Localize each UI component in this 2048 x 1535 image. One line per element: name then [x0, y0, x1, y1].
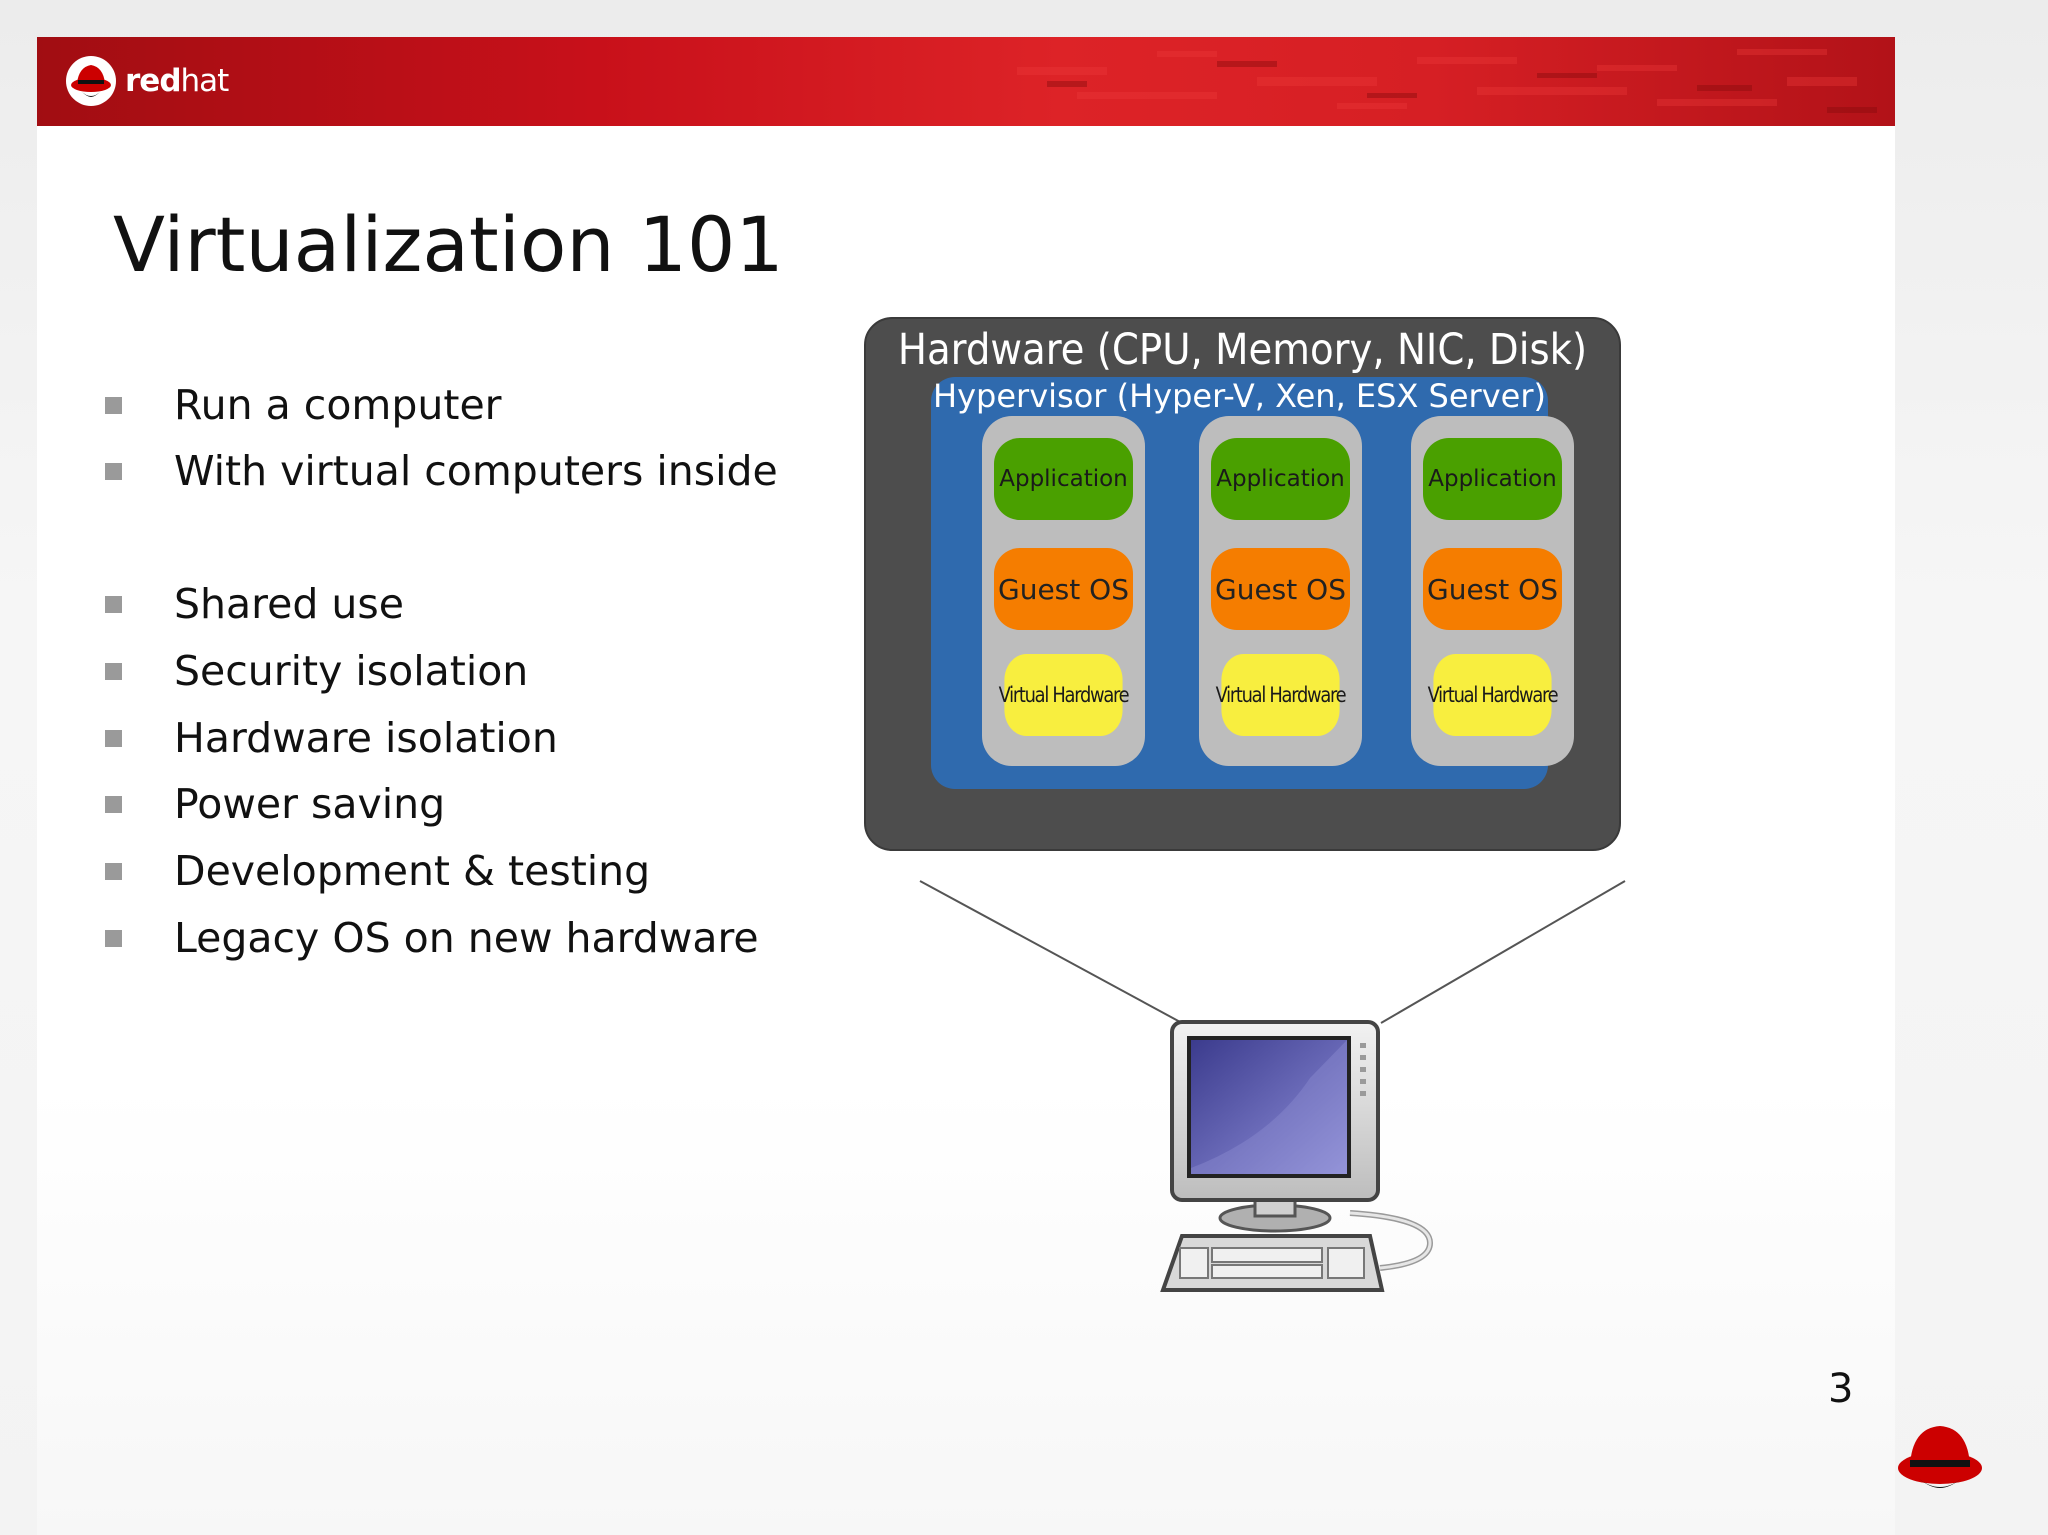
virtual-hardware-block: Virtual Hardware: [1216, 654, 1347, 736]
hardware-label: Hardware (CPU, Memory, NIC, Disk): [897, 325, 1588, 375]
computer-icon: [1160, 1020, 1434, 1292]
virtual-machine: Application Guest OS Virtual Hardware: [1199, 416, 1362, 766]
page-number: 3: [1828, 1366, 1854, 1412]
bullet-square-icon: [105, 862, 122, 880]
bullet-square-icon: [105, 729, 122, 747]
slide-title: Virtualization 101: [113, 200, 784, 289]
header-banner: redhat: [37, 37, 1895, 126]
bullet-square-icon: [105, 795, 122, 813]
virtual-hardware-block: Virtual Hardware: [1428, 654, 1559, 736]
virtual-machine: Application Guest OS Virtual Hardware: [982, 416, 1145, 766]
shadowman-icon: [1898, 1426, 1982, 1488]
application-block: Application: [1211, 438, 1350, 520]
banner-pattern: [1017, 49, 1877, 113]
application-block: Application: [994, 438, 1133, 520]
virtual-hardware-block: Virtual Hardware: [999, 654, 1130, 736]
virtual-machine: Application Guest OS Virtual Hardware: [1411, 416, 1574, 766]
bullet-square-icon: [105, 595, 122, 613]
bullet-item: With virtual computers inside: [105, 447, 778, 495]
bullet-item: Run a computer: [105, 381, 502, 429]
bullet-item: Power saving: [105, 780, 445, 828]
logo-text: redhat: [125, 63, 229, 99]
bullet-square-icon: [105, 462, 122, 480]
guest-os-block: Guest OS: [994, 548, 1133, 630]
bullet-square-icon: [105, 396, 122, 414]
guest-os-block: Guest OS: [1423, 548, 1562, 630]
bullet-item: Hardware isolation: [105, 714, 558, 762]
bullet-item: Shared use: [105, 580, 404, 628]
application-block: Application: [1423, 438, 1562, 520]
bullet-square-icon: [105, 929, 122, 947]
bullet-item: Development & testing: [105, 847, 650, 895]
redhat-logo: redhat: [65, 55, 229, 107]
hypervisor-label: Hypervisor (Hyper-V, Xen, ESX Server): [933, 377, 1546, 415]
guest-os-block: Guest OS: [1211, 548, 1350, 630]
bullet-item: Legacy OS on new hardware: [105, 914, 759, 962]
bullet-square-icon: [105, 662, 122, 680]
shadowman-icon: [66, 56, 116, 106]
bullet-item: Security isolation: [105, 647, 528, 695]
